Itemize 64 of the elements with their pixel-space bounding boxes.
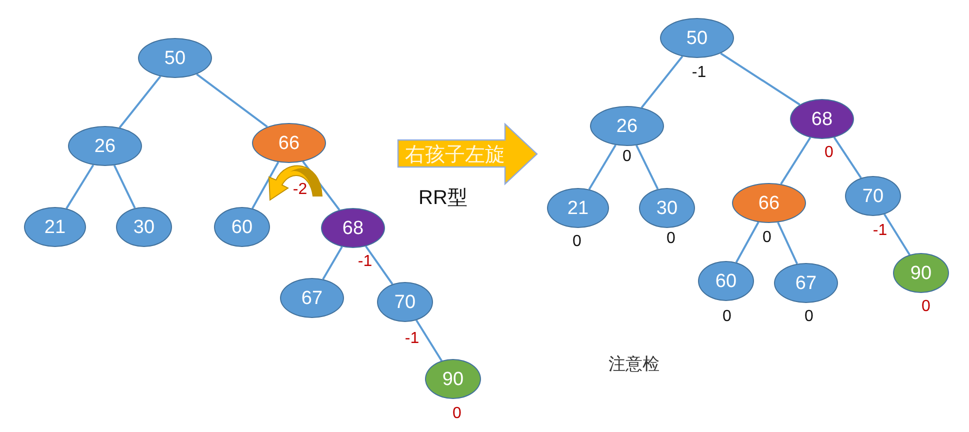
- balance-factor: 0: [722, 309, 732, 325]
- node-key: 67: [795, 274, 817, 292]
- node-key: 70: [862, 186, 884, 206]
- balance-factor: -1: [872, 223, 888, 239]
- tree-edge: [780, 137, 812, 185]
- tree-edge: [777, 222, 798, 264]
- tree-node: [639, 188, 695, 228]
- tree-edge: [322, 246, 343, 280]
- node-key: 68: [811, 110, 833, 128]
- tree-node: [116, 207, 172, 247]
- tree-edge: [735, 222, 760, 263]
- node-key: 90: [910, 264, 932, 282]
- node-key: 30: [656, 198, 678, 218]
- tree-edge: [252, 162, 280, 209]
- tree-edge: [118, 76, 162, 128]
- balance-factor: -1: [692, 65, 706, 81]
- node-key: 60: [231, 218, 253, 236]
- node-key: 21: [44, 218, 66, 236]
- tree-node: [790, 99, 854, 139]
- tree-node: [893, 253, 949, 293]
- balance-factor: 0: [622, 149, 632, 165]
- balance-factor: 0: [666, 231, 676, 247]
- balance-factor: 0: [572, 234, 582, 250]
- balance-factor: 0: [452, 406, 462, 422]
- node-key: 67: [301, 288, 323, 308]
- tree-edge: [416, 320, 442, 362]
- note-text: 注意检: [608, 356, 660, 372]
- node-key: 50: [164, 48, 186, 68]
- tree-node: [425, 359, 481, 399]
- block-arrow: [397, 123, 539, 185]
- node-key: 66: [758, 194, 780, 212]
- tree-edge: [636, 144, 659, 190]
- node-key: 26: [94, 136, 116, 156]
- tree-node: [377, 282, 433, 322]
- balance-factor: -1: [358, 254, 372, 270]
- balance-factor: 0: [804, 309, 814, 325]
- tree-node: [845, 176, 901, 216]
- node-key: 90: [442, 370, 464, 388]
- tree-edge: [365, 246, 394, 285]
- node-key: 68: [342, 218, 364, 238]
- tree-edge: [720, 52, 800, 106]
- node-key: 60: [715, 272, 737, 290]
- tree-edge: [196, 73, 268, 128]
- arrow-label: 右孩子左旋: [405, 144, 505, 164]
- balance-factor: -2: [292, 182, 308, 198]
- node-key: 66: [278, 134, 300, 152]
- tree-edge: [640, 56, 684, 108]
- tree-node: [698, 261, 754, 301]
- balance-factor: -1: [404, 331, 420, 347]
- tree-edge: [66, 164, 94, 209]
- rotation-type: RR型: [418, 188, 468, 208]
- node-key: 26: [616, 116, 638, 136]
- tree-edge: [884, 214, 910, 256]
- tree-node: [214, 207, 270, 247]
- balance-factor: 0: [922, 299, 930, 315]
- balance-factor: 0: [762, 230, 772, 246]
- tree-edge: [588, 144, 616, 190]
- node-key: 50: [686, 28, 708, 48]
- balance-factor: 0: [824, 145, 834, 161]
- tree-edge: [833, 136, 862, 178]
- node-key: 70: [394, 292, 416, 312]
- node-key: 21: [567, 198, 589, 218]
- tree-edge: [113, 164, 136, 209]
- node-key: 30: [133, 218, 155, 236]
